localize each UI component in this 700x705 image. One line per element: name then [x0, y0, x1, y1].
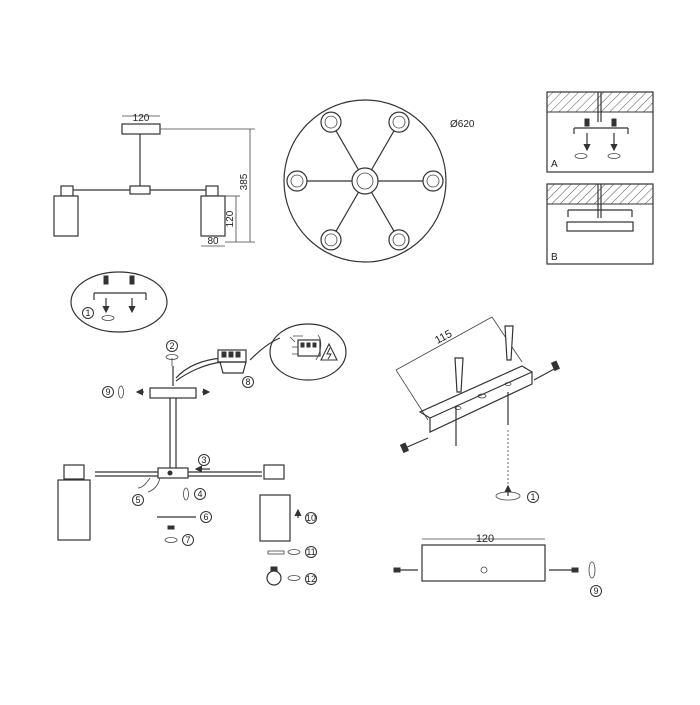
- svg-text:4: 4: [197, 489, 202, 499]
- lamp-socket-inner: [426, 174, 440, 188]
- anchor-icon: [584, 118, 617, 127]
- right-glass-shade: [259, 494, 291, 542]
- top-view: Ø620: [283, 99, 475, 263]
- ceiling-hatch-b: [546, 183, 654, 205]
- canopy-mounted: [566, 221, 634, 232]
- lamp-socket: [388, 111, 410, 133]
- rotate-icon: [164, 537, 178, 543]
- dim-diameter: Ø620: [450, 119, 475, 130]
- left-socket-holder: [63, 464, 85, 480]
- lamp-socket: [388, 229, 410, 251]
- dim-canopy-width: 120: [133, 113, 150, 124]
- step-6-badge: 6: [200, 511, 212, 523]
- svg-text:9: 9: [105, 387, 110, 397]
- mounting-bracket-front: 120 9: [393, 533, 602, 597]
- rotate-icon: [118, 385, 124, 399]
- panel-b-label: B: [551, 252, 558, 263]
- step-9-badge: 9: [102, 386, 114, 398]
- step-9-bracket-badge: 9: [590, 585, 602, 597]
- gasket: [267, 550, 285, 555]
- center-body: [157, 467, 189, 479]
- lamp-socket-inner: [392, 115, 406, 129]
- lamp-socket: [320, 229, 342, 251]
- left-socket: [60, 185, 74, 197]
- svg-text:1: 1: [85, 308, 90, 318]
- dim-bracket-width: 120: [476, 533, 494, 545]
- rotate-icon: [183, 487, 189, 501]
- lamp-socket: [286, 170, 308, 192]
- rotate-icon: [574, 153, 621, 159]
- warning-icon: [320, 342, 338, 361]
- right-socket: [205, 185, 219, 197]
- left-glass-shade: [57, 479, 91, 541]
- rotate-icon: [588, 561, 596, 579]
- svg-text:5: 5: [135, 495, 140, 505]
- diameter-circle: [283, 99, 447, 263]
- anchor-icon: [454, 325, 514, 393]
- step-12-badge: 12: [305, 573, 317, 585]
- lamp-socket-inner: [324, 233, 338, 247]
- panel-a-label: A: [551, 159, 558, 170]
- bracket-body: [421, 544, 546, 582]
- lamp-socket-inner: [290, 174, 304, 188]
- mounting-bracket-iso: 115 1: [395, 316, 561, 503]
- svg-text:1: 1: [530, 492, 535, 502]
- side-screw-right: [533, 367, 557, 381]
- main-assembly: 8 2 9: [57, 323, 347, 586]
- dim-line-115: [395, 316, 493, 371]
- step-11-badge: 11: [305, 546, 317, 558]
- step-5-badge: 5: [132, 494, 144, 506]
- step-2-badge: 2: [166, 340, 178, 352]
- step-8-badge: 8: [242, 376, 254, 388]
- svg-text:2: 2: [169, 341, 174, 351]
- svg-text:10: 10: [306, 513, 316, 523]
- ceiling-fixing-callout: 1: [70, 271, 168, 333]
- dim-shade-width: 80: [207, 236, 219, 247]
- rotate-icon: [287, 549, 301, 555]
- rotate-icon: [287, 575, 301, 581]
- left-shade: [53, 195, 79, 237]
- step-4-badge: 4: [194, 488, 206, 500]
- side-screw-left: [404, 437, 429, 449]
- center-hub: [351, 167, 379, 195]
- callout-ellipse: [70, 271, 168, 333]
- svg-text:7: 7: [185, 535, 190, 545]
- step-1-badge: 1: [82, 307, 94, 319]
- svg-text:9: 9: [593, 586, 598, 596]
- lamp-socket-inner: [392, 233, 406, 247]
- spokes: [286, 111, 444, 251]
- lamp-socket: [320, 111, 342, 133]
- nut: [167, 525, 175, 530]
- lamp-socket-inner: [324, 115, 338, 129]
- step-3-badge: 3: [198, 454, 210, 466]
- svg-text:12: 12: [306, 574, 316, 584]
- hub: [129, 185, 151, 195]
- right-socket-holder: [263, 464, 285, 480]
- lamp-socket: [422, 170, 444, 192]
- dim-total-height: 385: [239, 173, 250, 190]
- svg-text:11: 11: [306, 547, 315, 557]
- front-elevation: 120 385 120 80: [53, 113, 255, 247]
- wiring-callout: [269, 323, 347, 381]
- bracket-plate: [429, 371, 533, 433]
- step-10-badge: 10: [305, 512, 317, 524]
- svg-text:8: 8: [245, 377, 250, 387]
- dim-shade-height: 120: [225, 210, 236, 227]
- screw-icon: [455, 392, 509, 446]
- svg-text:3: 3: [201, 455, 206, 465]
- dim-bracket-spacing: 115: [433, 328, 454, 347]
- right-shade: [200, 195, 226, 237]
- svg-text:6: 6: [203, 512, 208, 522]
- ceiling-hatch-a: [546, 91, 654, 113]
- screw-icon: [583, 133, 618, 152]
- panel-b: B: [546, 183, 654, 265]
- step-7-badge: 7: [182, 534, 194, 546]
- canopy-plate: [149, 387, 197, 399]
- canopy: [121, 123, 161, 135]
- panel-a: A: [546, 91, 654, 173]
- bulb-icon: [266, 566, 282, 586]
- step-1-bracket-badge: 1: [527, 491, 539, 503]
